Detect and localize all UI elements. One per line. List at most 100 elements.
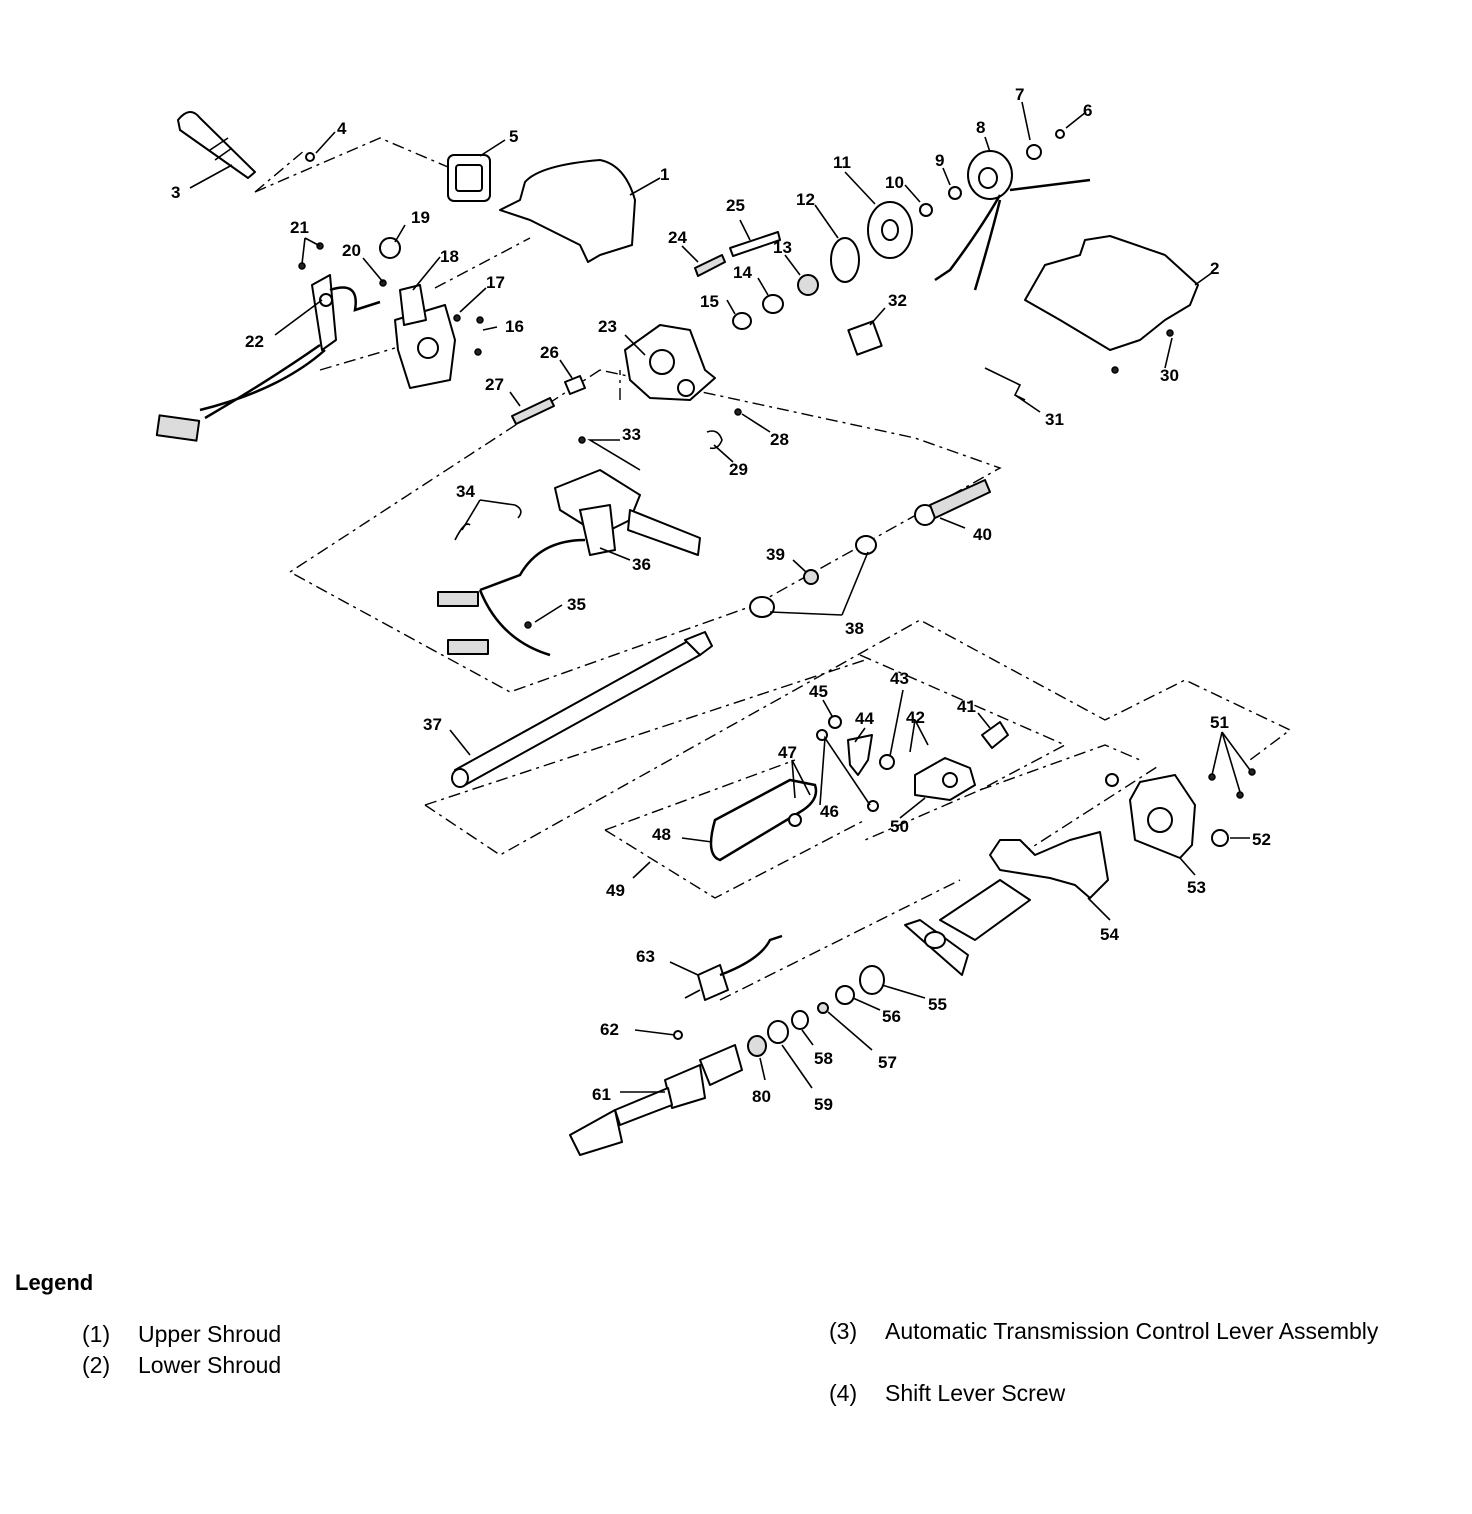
part-56 (835, 985, 855, 1005)
part-60 (747, 1035, 767, 1057)
part-59 (767, 1020, 789, 1044)
legend-item-number: (4) (829, 1380, 858, 1406)
part-54-jacket (904, 831, 1109, 976)
part-3-control-lever (177, 111, 256, 179)
callout-20: 20 (342, 241, 361, 260)
callout-31: 31 (1045, 410, 1064, 429)
callout-21: 21 (290, 218, 309, 237)
part-1-upper-shroud (499, 159, 636, 263)
steering-column-exploded-diagram: 1 2 3 4 5 6 7 8 9 10 11 12 13 14 15 16 1… (155, 85, 1292, 1156)
legend-item-text: Automatic Transmission Control Lever Ass… (885, 1318, 1379, 1344)
callout-14: 14 (733, 263, 752, 282)
callout-57: 57 (878, 1053, 897, 1072)
callout-47: 47 (778, 743, 797, 762)
callout-45: 45 (809, 682, 828, 701)
legend-item-text: Lower Shroud (138, 1352, 282, 1378)
legend-title: Legend (15, 1270, 94, 1295)
legend-item-number: (3) (829, 1318, 858, 1344)
callout-61: 61 (592, 1085, 611, 1104)
callout-56: 56 (882, 1007, 901, 1026)
part-15-bearing (732, 312, 752, 330)
callout-leader-lines (189, 101, 1251, 1093)
callout-36: 36 (632, 555, 651, 574)
callout-44: 44 (855, 709, 874, 728)
callout-38: 38 (845, 619, 864, 638)
part-13-spring (797, 274, 819, 296)
part-37-steering-shaft (451, 631, 713, 788)
part-58 (791, 1010, 809, 1030)
callout-8: 8 (976, 118, 985, 137)
callout-23: 23 (598, 317, 617, 336)
callout-17: 17 (486, 273, 505, 292)
part-55 (859, 965, 885, 995)
callout-7: 7 (1015, 85, 1024, 104)
part-14-race (762, 294, 784, 314)
callout-1: 1 (660, 165, 669, 184)
callout-3: 3 (171, 183, 180, 202)
callout-labels: 1 2 3 4 5 6 7 8 9 10 11 12 13 14 15 16 1… (171, 85, 1271, 1114)
part-31-clip (984, 367, 1026, 401)
callout-18: 18 (440, 247, 459, 266)
callout-32: 32 (888, 291, 907, 310)
callout-26: 26 (540, 343, 559, 362)
callout-43: 43 (890, 669, 909, 688)
callout-12: 12 (796, 190, 815, 209)
part-25-pin (729, 231, 781, 257)
legend-item-text: Shift Lever Screw (885, 1380, 1066, 1406)
part-19-lock-cylinder (379, 237, 401, 259)
legend-item-2: (2) Lower Shroud (82, 1349, 682, 1381)
part-8-inflatable-restraint-coil (934, 150, 1091, 291)
callout-33: 33 (622, 425, 641, 444)
part-32 (847, 320, 883, 356)
part-41 (981, 721, 1009, 749)
part-40-shaft-end (914, 479, 991, 526)
part-26-pin (564, 375, 586, 395)
part-11-lock-plate (867, 201, 913, 259)
callout-48: 48 (652, 825, 671, 844)
callout-5: 5 (509, 127, 518, 146)
callout-50: 50 (890, 817, 909, 836)
legend-item-number: (1) (82, 1321, 111, 1347)
callout-39: 39 (766, 545, 785, 564)
part-53-bracket (1129, 774, 1196, 859)
callout-46: 46 (820, 802, 839, 821)
callout-24: 24 (668, 228, 687, 247)
callout-19: 19 (411, 208, 430, 227)
callout-55: 55 (928, 995, 947, 1014)
part-52 (1211, 829, 1229, 847)
assembly-group-outlines (254, 137, 1292, 1001)
callout-2: 2 (1210, 259, 1219, 278)
callout-22: 22 (245, 332, 264, 351)
callout-52: 52 (1252, 830, 1271, 849)
callout-6: 6 (1083, 101, 1092, 120)
part-57 (817, 1002, 829, 1014)
callout-9: 9 (935, 151, 944, 170)
callout-59: 59 (814, 1095, 833, 1114)
callout-16: 16 (505, 317, 524, 336)
part-24-spring (694, 254, 726, 277)
callout-53: 53 (1187, 878, 1206, 897)
callout-29: 29 (729, 460, 748, 479)
callout-4: 4 (337, 119, 347, 138)
callout-51: 51 (1210, 713, 1229, 732)
part-4-screw (305, 152, 315, 162)
legend-item-number: (2) (82, 1352, 111, 1378)
part-12-cancel-cam (830, 237, 860, 283)
part-7 (1026, 144, 1042, 160)
part-23-lock-housing (624, 324, 716, 401)
callout-25: 25 (726, 196, 745, 215)
callout-37: 37 (423, 715, 442, 734)
callout-63: 63 (636, 947, 655, 966)
legend-item-text: Upper Shroud (138, 1321, 282, 1347)
part-2-lower-shroud (1024, 235, 1199, 351)
legend-item-1: (1) Upper Shroud (82, 1318, 682, 1350)
callout-28: 28 (770, 430, 789, 449)
callout-54: 54 (1100, 925, 1119, 944)
callout-10: 10 (885, 173, 904, 192)
callout-15: 15 (700, 292, 719, 311)
part-61-intermediate-shaft (569, 1044, 743, 1156)
part-63-sensor (684, 934, 783, 1001)
callout-30: 30 (1160, 366, 1179, 385)
callout-42: 42 (906, 708, 925, 727)
callout-34: 34 (456, 482, 475, 501)
